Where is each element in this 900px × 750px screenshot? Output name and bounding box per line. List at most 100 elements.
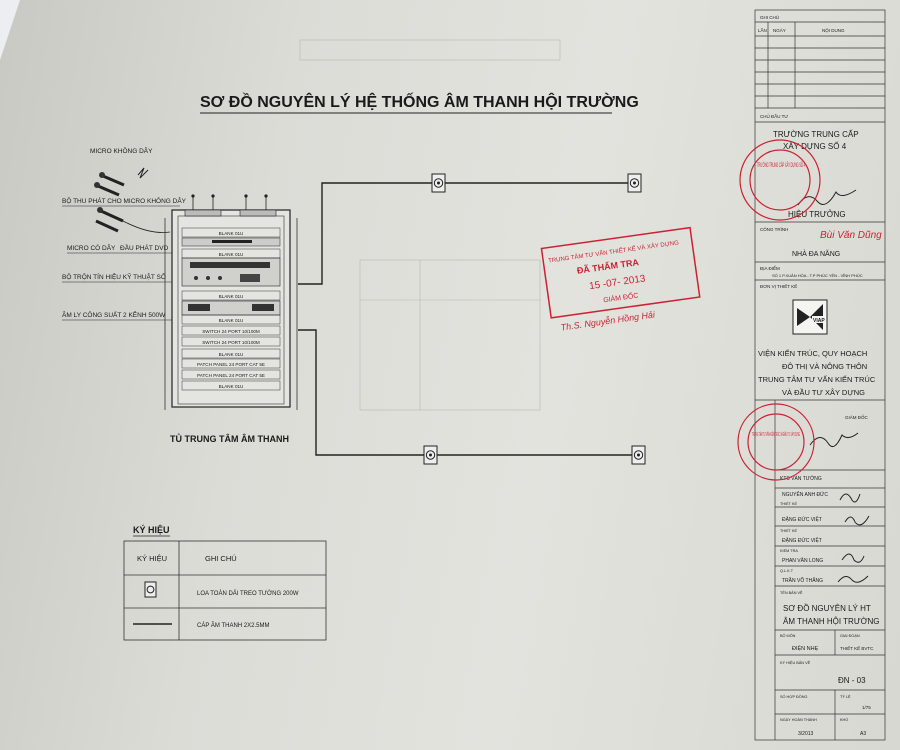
tb-size-label: KHỔ [840, 717, 848, 722]
school-seal-stamp: TRƯỜNG TRUNG CẤP XÂY DỰNG SỐ 4 [739, 139, 821, 221]
institute-seal-text: TRUNG TÂM TƯ VẤN KIẾN TRÚC VÀ ĐẦU TƯ XÂY… [752, 431, 800, 438]
tb-phase-label: GIAI ĐOẠN [840, 634, 860, 638]
tb-location-label: ĐỊA ĐIỂM [760, 265, 780, 271]
tb-institute-2: ĐÔ THỊ VÀ NÔNG THÔN [782, 362, 867, 371]
stamp-role: GIÁM ĐỐC [602, 290, 638, 305]
tb-chief-name: NGUYỄN ANH ĐỨC [782, 491, 828, 498]
rack-unit-frame [181, 369, 281, 380]
tb-col-noidung: NỘI DUNG [822, 27, 845, 33]
tb-sheet-no: ĐN - 03 [838, 676, 866, 685]
tb-size: A3 [860, 731, 866, 737]
logo-text: VIAP [813, 318, 825, 324]
tb-notes-label: GHI CHÚ [760, 14, 779, 20]
page-corner [0, 0, 20, 60]
rack-unit-label: SWITCH 24 PORT 10/100M [202, 329, 260, 334]
rack-unit-label: SWITCH 24 PORT 10/100M [202, 340, 260, 345]
stamp-date: 15 -07- 2013 [588, 273, 646, 292]
tb-discipline-label: BỘ MÔN [780, 633, 796, 638]
tb-phase: THIẾT KẾ BVTC [840, 645, 874, 651]
label-amp: ÂM LY CÔNG SUẤT 2 KÊNH 500W [62, 309, 166, 319]
tb-qa: TRẦN VÕ THẮNG [782, 576, 823, 584]
tb-date: 3/2013 [798, 731, 814, 737]
speaker-icon [627, 173, 642, 193]
tb-institute-1: VIỆN KIẾN TRÚC, QUY HOẠCH [758, 348, 867, 358]
rack-unit-frame [181, 248, 281, 259]
rack-unit-frame [181, 325, 281, 336]
tb-client-1: TRƯỜNG TRUNG CẤP [773, 129, 859, 139]
rack-unit-frame [181, 314, 281, 325]
tb-contract-label: SỐ HỢP ĐỒNG [780, 694, 807, 699]
rack-unit-label: BLANK 01U [219, 294, 244, 299]
label-receiver: BỘ THU PHÁT CHO MICRO KHÔNG DÂY [62, 196, 187, 205]
label-wired-mic: MICRO CÓ DÂY [67, 243, 116, 252]
tb-principal-name: Bùi Văn Dũng [820, 230, 882, 241]
tb-qa-label: Q.L.K.T [780, 569, 794, 573]
tb-sheet-name-label: TÊN BẢN VẼ [780, 590, 803, 595]
tb-location: SỐ 1 P.XUÂN HÒA - T.P PHÚC YÊN - VĨNH PH… [772, 273, 863, 278]
tb-discipline: ĐIỆN NHẸ [792, 644, 819, 652]
wired-mic-icon [95, 207, 171, 233]
legend-col-symbol: KÝ HIỆU [137, 554, 167, 563]
tb-project: NHÀ ĐA NĂNG [792, 249, 840, 258]
tb-client-label: CHỦ ĐẦU TƯ [760, 113, 788, 119]
viap-logo-icon: VIAP [792, 299, 828, 335]
rack-unit-frame [181, 290, 281, 301]
tb-col-lan: LẦN [758, 27, 767, 33]
rack-unit-frame [181, 227, 281, 238]
tb-project-label: CÔNG TRÌNH [760, 226, 788, 232]
rack-unit-frame [181, 348, 281, 359]
rack-caption: TỦ TRUNG TÂM ÂM THANH [170, 433, 289, 444]
audio-rack-cabinet: BLANK 01U BLANK 01U BLANK 01U BLANK 01U SWIT… [164, 194, 298, 410]
speaker-icon [431, 173, 446, 193]
faint-background-sketch [299, 39, 561, 411]
legend-table [123, 540, 327, 641]
tb-chief-label: KTS VÀN TƯỞNG [780, 475, 822, 482]
rack-unit-label: BLANK 01U [219, 318, 244, 323]
tb-col-ngay: NGÀY [773, 27, 786, 33]
rack-unit-frame [181, 358, 281, 369]
stamp-signer: Th.S. Nguyễn Hồng Hải [560, 309, 657, 332]
rack-unit-label: PATCH PANEL 24 PORT CAT 5E [197, 362, 265, 367]
label-wireless-mic: MICRO KHÔNG DÂY [90, 146, 153, 155]
tb-client-2: XÂY DỰNG SỐ 4 [783, 141, 847, 151]
tb-institute-4: VÀ ĐẦU TƯ XÂY DỰNG [782, 387, 865, 397]
legend-col-note: GHI CHÚ [205, 554, 237, 563]
tb-designer-label: THIẾT KẾ [780, 501, 797, 506]
tb-sheet-no-label: KÝ HIỆU BẢN VẼ [780, 660, 811, 665]
tb-drafter: ĐẶNG ĐỨC VIỆT [782, 536, 822, 544]
tb-director-label: GIÁM ĐỐC [845, 414, 869, 420]
diagram-title: SƠ ĐỒ NGUYÊN LÝ HỆ THỐNG ÂM THANH HỘI TR… [200, 91, 639, 111]
tb-drafter-label: THIẾT KẾ [780, 528, 797, 533]
tb-designer-org-label: ĐƠN VỊ THIẾT KẾ [760, 283, 797, 289]
speaker-icon [423, 445, 438, 465]
legend-note-speaker: LOA TOÀN DẢI TREO TƯỜNG 200W [197, 590, 299, 597]
title-block [754, 9, 886, 741]
rack-unit-list: BLANK 01U BLANK 01U BLANK 01U BLANK 01U SWIT… [181, 227, 281, 391]
label-mixer: BỘ TRỘN TÍN HIỆU KỸ THUẬT SỐ [62, 271, 166, 281]
wireless-mic-icon [94, 167, 149, 197]
rack-unit-label: PATCH PANEL 24 PORT CAT 5E [197, 373, 265, 378]
rack-unit-frame [181, 380, 281, 391]
legend-note-cable: CÁP ÂM THANH 2X2.5MM [197, 622, 269, 629]
institute-seal-stamp: TRUNG TÂM TƯ VẤN KIẾN TRÚC VÀ ĐẦU TƯ XÂY… [737, 403, 815, 481]
tb-check-label: KIỂM TRA [780, 548, 798, 553]
signature-scribbles [797, 189, 870, 583]
label-dvd: ĐẦU PHÁT DVD [120, 242, 169, 252]
tb-scale: 1/75 [862, 705, 871, 710]
rack-unit-frame [181, 336, 281, 347]
legend-speaker-icon [144, 581, 157, 598]
speaker-icon [631, 445, 646, 465]
tb-principal-title: HIỆU TRƯỞNG [788, 210, 846, 219]
tb-date-label: NGÀY HOÀN THÀNH [780, 718, 817, 722]
speaker-cable-runs [298, 182, 632, 456]
school-seal-text: TRƯỜNG TRUNG CẤP XÂY DỰNG SỐ 4 [757, 162, 805, 169]
inspection-stamp: TRUNG TÂM TƯ VẤN THIẾT KẾ VÀ XÂY DỰNG ĐÃ… [540, 226, 701, 333]
tb-sheet-name-2: ÂM THANH HỘI TRƯỜNG [783, 617, 880, 626]
tb-institute-3: TRUNG TÂM TƯ VẤN KIẾN TRÚC [758, 374, 876, 384]
tb-designer: ĐẶNG ĐỨC VIỆT [782, 515, 822, 523]
tb-checker: PHAN VĂN LONG [782, 557, 823, 564]
rack-unit-label: BLANK 01U [219, 352, 244, 357]
rack-unit-label: BLANK 01U [219, 384, 244, 389]
